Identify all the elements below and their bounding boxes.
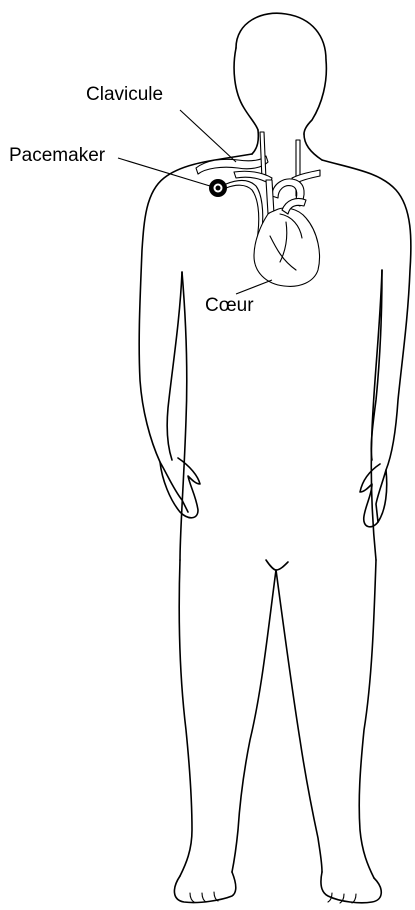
left-leg-outer-outline bbox=[179, 560, 192, 876]
neck-right-outline bbox=[304, 134, 322, 160]
pacemaker-leader-line bbox=[118, 158, 210, 186]
heart bbox=[254, 208, 320, 286]
neck-left-outline bbox=[252, 130, 258, 154]
left-arm-outline bbox=[139, 154, 252, 512]
pacemaker-label: Pacemaker bbox=[9, 146, 105, 165]
right-foot-outline bbox=[321, 872, 381, 903]
right-leg-inner-outline bbox=[276, 570, 322, 872]
crotch-outline bbox=[266, 560, 288, 570]
clavicle-leader-line bbox=[180, 110, 236, 162]
vena-cava bbox=[266, 180, 274, 214]
right-leg-outer-outline bbox=[359, 560, 376, 878]
clavicle-label: Clavicule bbox=[86, 85, 163, 104]
left-inner-arm-outline bbox=[167, 272, 182, 460]
left-hand-outline bbox=[160, 458, 200, 518]
face-left-outline bbox=[234, 48, 258, 130]
left-leg-inner-outline bbox=[232, 570, 276, 872]
right-arm-outline bbox=[322, 160, 411, 522]
left-foot-outline bbox=[174, 872, 235, 903]
heart-label: Cœur bbox=[205, 296, 254, 315]
heart-leader-line bbox=[236, 280, 272, 294]
pacemaker-device-core bbox=[216, 186, 221, 191]
